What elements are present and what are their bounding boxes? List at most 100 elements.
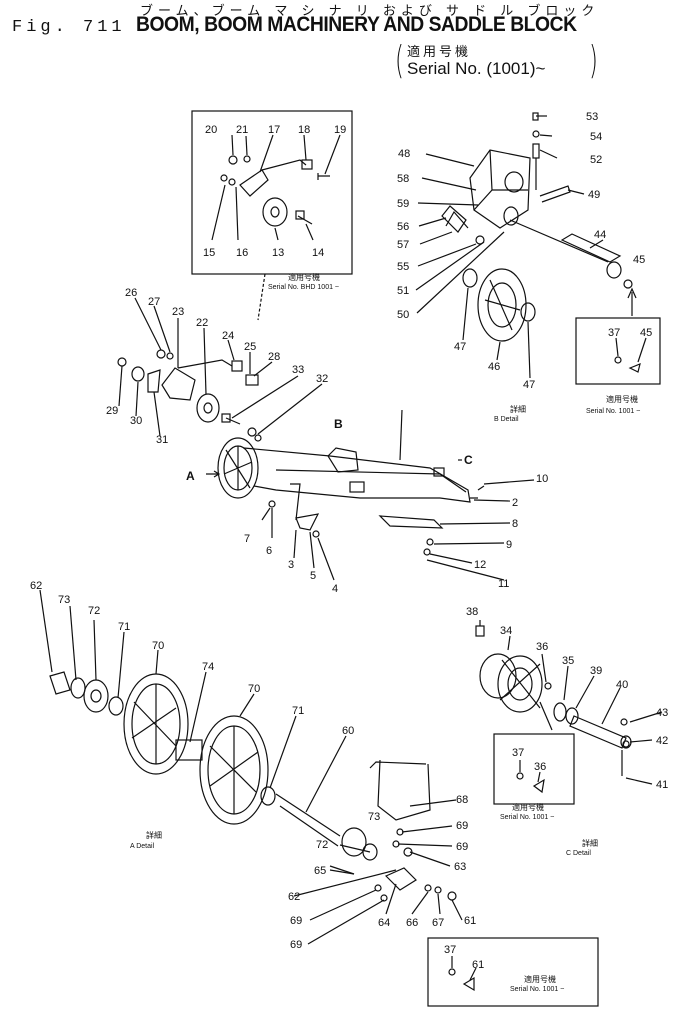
callout: 34: [500, 625, 512, 637]
callout: 64: [378, 917, 390, 929]
callout-labels: 20 21 17 18 19 15 16 13 14 53 54 52 48 5…: [30, 111, 668, 971]
callout: 14: [312, 247, 324, 259]
a-detail-assembly: [39, 589, 463, 945]
callout: 8: [512, 518, 518, 530]
callout: 71: [292, 705, 304, 717]
view-marker-b: B: [334, 417, 343, 431]
view-marker-a: A: [186, 469, 195, 483]
callout: 45: [640, 327, 652, 339]
callout: 25: [244, 341, 256, 353]
detail-a-label: A Detail: [130, 843, 155, 850]
saddle-block-assembly: [415, 112, 633, 379]
callout: 18: [298, 124, 310, 136]
callout: 10: [536, 473, 548, 485]
detail-c-label: C Detail: [566, 850, 591, 857]
diagram-title: BOOM, BOOM MACHINERY AND SADDLE BLOCK: [136, 13, 577, 36]
callout: 41: [656, 779, 668, 791]
callout: 4: [332, 583, 338, 595]
inset-top-jp: 適用号機: [288, 272, 320, 282]
callout: 45: [633, 254, 645, 266]
callout: 62: [288, 891, 300, 903]
callout: 39: [590, 665, 602, 677]
figure-number: Fig. 711: [12, 18, 126, 37]
callout: 37: [444, 944, 456, 956]
inset-right-jp: 適用号機: [606, 394, 638, 404]
paren-right: ): [588, 38, 598, 82]
callout: 11: [498, 578, 509, 590]
callout: 37: [608, 327, 620, 339]
callout: 48: [398, 148, 410, 160]
callout: 35: [562, 655, 574, 667]
callout: 21: [236, 124, 248, 136]
callout: 22: [196, 317, 208, 329]
callout: 66: [406, 917, 418, 929]
inset-top-leader: [257, 273, 266, 321]
callout: 73: [368, 811, 380, 823]
callout: 61: [464, 915, 476, 927]
callout: 56: [397, 221, 409, 233]
callout: 27: [148, 296, 160, 308]
callout: 47: [523, 379, 535, 391]
callout: 37: [512, 747, 524, 759]
callout: 43: [656, 707, 668, 719]
callout: 17: [268, 124, 280, 136]
callout: 70: [152, 640, 164, 652]
callout: 20: [205, 124, 217, 136]
callout: 68: [456, 794, 468, 806]
inset-top-parts: [211, 134, 341, 241]
callout: 71: [118, 621, 130, 633]
detail-b-label: B Detail: [494, 416, 519, 423]
callout: 52: [590, 154, 602, 166]
callout: 46: [488, 361, 500, 373]
inset-mid-serial: Serial No. 1001 ~: [500, 814, 554, 821]
callout: 54: [590, 131, 602, 143]
callout: 28: [268, 351, 280, 363]
callout: 40: [616, 679, 628, 691]
inset-box-right: [575, 317, 661, 385]
callout: 7: [244, 533, 250, 545]
inset-box-mid: [493, 733, 575, 805]
callout: 13: [272, 247, 284, 259]
callout: 73: [58, 594, 70, 606]
callout: 51: [397, 285, 409, 297]
callout: 32: [316, 373, 328, 385]
callout: 36: [536, 641, 548, 653]
callout: 23: [172, 306, 184, 318]
detail-a-jp: 詳細: [146, 830, 162, 840]
applicability-jp: 適用号機: [407, 45, 472, 60]
callout: 53: [586, 111, 598, 123]
inset-top-serial: Serial No. BHD 1001 ~: [268, 284, 339, 291]
callout: 69: [290, 939, 302, 951]
serial-range: Serial No. (1001)~: [407, 59, 546, 78]
callout: 70: [248, 683, 260, 695]
view-a-arrow: [206, 470, 221, 478]
callout: 63: [454, 861, 466, 873]
callout: 19: [334, 124, 346, 136]
callout: 38: [466, 606, 478, 618]
callout: 65: [314, 865, 326, 877]
callout: 50: [397, 309, 409, 321]
boom-machinery-parts: [117, 297, 323, 442]
callout: 59: [397, 198, 409, 210]
boom-main: [206, 409, 535, 581]
callout: 12: [474, 559, 486, 571]
callout: 58: [397, 173, 409, 185]
callout: 26: [125, 287, 137, 299]
callout: 49: [588, 189, 600, 201]
callout: 31: [156, 434, 168, 446]
inset-box-bottom: [427, 937, 599, 1007]
callout: 72: [88, 605, 100, 617]
inset-bottom-jp: 適用号機: [524, 974, 556, 984]
callout: 24: [222, 330, 234, 342]
callout: 6: [266, 545, 272, 557]
detail-b-jp: 詳細: [510, 404, 526, 414]
callout: 44: [594, 229, 606, 241]
callout: 60: [342, 725, 354, 737]
callout: 30: [130, 415, 142, 427]
paren-left: (: [394, 38, 404, 82]
callout: 62: [30, 580, 42, 592]
callout: 5: [310, 570, 316, 582]
callout: 15: [203, 247, 215, 259]
